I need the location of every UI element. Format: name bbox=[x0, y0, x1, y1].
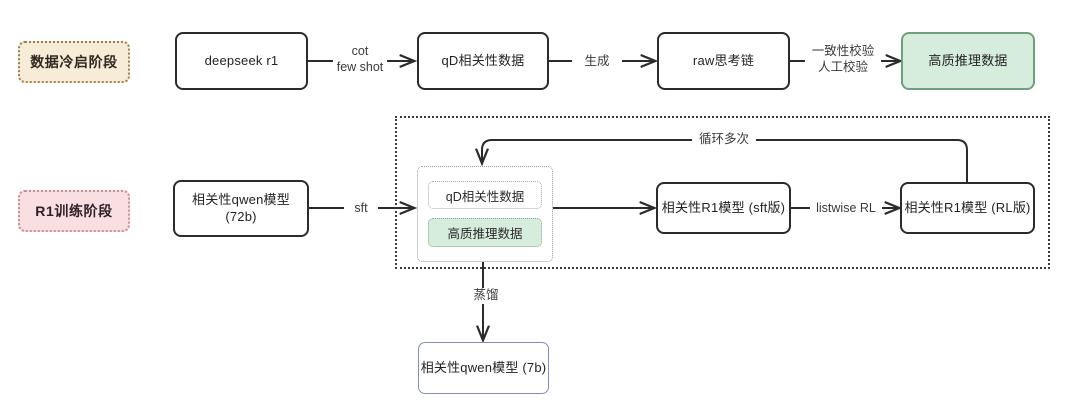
edge-label-listwise-rl: listwise RL bbox=[810, 201, 882, 217]
stage-label-cold-start-text: 数据冷启阶段 bbox=[30, 54, 118, 70]
node-qwen-72b[interactable]: 相关性qwen模型 (72b) bbox=[173, 180, 309, 237]
node-deepseek-r1[interactable]: deepseek r1 bbox=[175, 32, 308, 90]
subnode-qd-relevance-data[interactable]: qD相关性数据 bbox=[428, 181, 542, 209]
edge-label-cot-few-shot: cot few shot bbox=[333, 44, 387, 76]
edge-label-loop-many-times: 循环多次 bbox=[692, 132, 756, 148]
node-qwen-7b[interactable]: 相关性qwen模型 (7b) bbox=[418, 342, 549, 394]
r1-training-region bbox=[395, 116, 1050, 269]
subnode-qd-relevance-data-label: qD相关性数据 bbox=[445, 189, 525, 204]
node-r1-model-sft[interactable]: 相关性R1模型 (sft版) bbox=[656, 182, 791, 234]
node-raw-cot-chain-label: raw思考链 bbox=[692, 52, 755, 68]
subnode-high-quality-reasoning-data-label: 高质推理数据 bbox=[447, 227, 523, 241]
node-qd-relevance-data-top-label: qD相关性数据 bbox=[441, 52, 525, 68]
edge-label-distill: 蒸馏 bbox=[463, 288, 509, 304]
stage-label-cold-start: 数据冷启阶段 bbox=[18, 41, 130, 83]
subnode-high-quality-reasoning-data[interactable]: 高质推理数据 bbox=[428, 218, 542, 247]
node-r1-model-sft-label: 相关性R1模型 (sft版) bbox=[661, 199, 786, 215]
edge-label-consistency-manual-check: 一致性校验 人工校验 bbox=[805, 44, 881, 76]
node-raw-cot-chain[interactable]: raw思考链 bbox=[657, 32, 790, 90]
node-high-quality-reasoning-data-label: 高质推理数据 bbox=[928, 52, 1008, 68]
node-qwen-7b-label: 相关性qwen模型 (7b) bbox=[420, 359, 547, 375]
node-high-quality-reasoning-data[interactable]: 高质推理数据 bbox=[901, 32, 1035, 90]
node-r1-model-rl[interactable]: 相关性R1模型 (RL版) bbox=[900, 182, 1035, 234]
node-r1-model-rl-label: 相关性R1模型 (RL版) bbox=[904, 199, 1031, 215]
node-qd-relevance-data-top[interactable]: qD相关性数据 bbox=[417, 32, 549, 90]
node-qwen-72b-label: 相关性qwen模型 (72b) bbox=[192, 192, 290, 224]
node-deepseek-r1-label: deepseek r1 bbox=[204, 52, 279, 68]
edge-label-generate: 生成 bbox=[572, 54, 622, 70]
edge-label-sft: sft bbox=[344, 201, 378, 217]
stage-label-r1-training-text: R1训练阶段 bbox=[35, 203, 113, 219]
stage-label-r1-training: R1训练阶段 bbox=[18, 190, 130, 232]
